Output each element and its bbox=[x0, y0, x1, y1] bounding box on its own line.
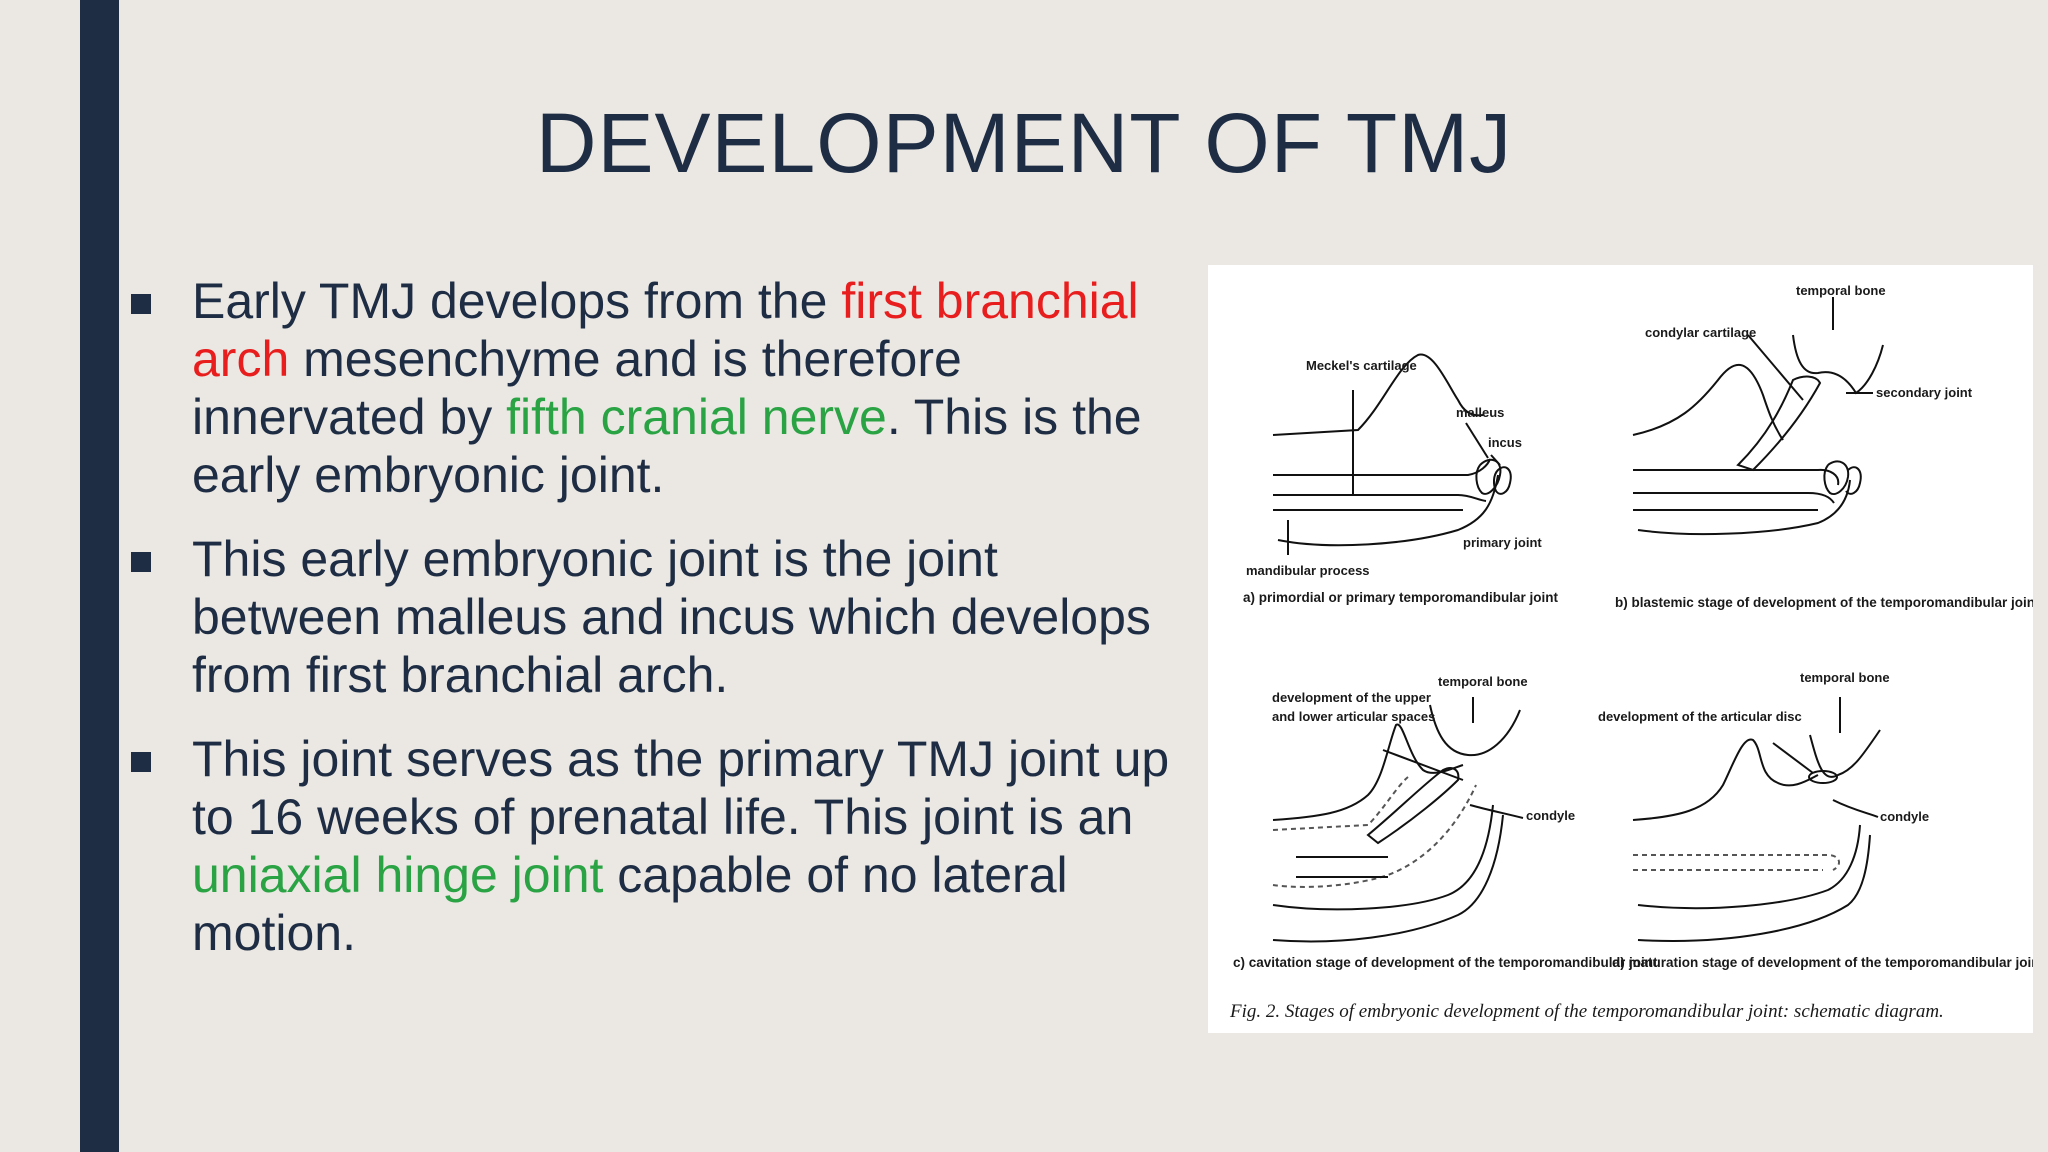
label-mandibular-process: mandibular process bbox=[1246, 563, 1370, 578]
panel-c-drawing bbox=[1272, 697, 1524, 943]
label-dev-upper-1: development of the upper bbox=[1272, 690, 1431, 705]
square-bullet-icon bbox=[131, 552, 151, 572]
label-incus: incus bbox=[1488, 435, 1522, 450]
bullet-text: Early TMJ develops from the first branch… bbox=[192, 273, 1142, 503]
side-accent-bar bbox=[80, 0, 119, 1152]
square-bullet-icon bbox=[131, 294, 151, 314]
bullet-list: Early TMJ develops from the first branch… bbox=[128, 272, 1198, 988]
label-meckels-cartilage: Meckel's cartilage bbox=[1306, 358, 1417, 373]
label-malleus: malleus bbox=[1456, 405, 1504, 420]
bullet-item-1: Early TMJ develops from the first branch… bbox=[128, 272, 1198, 504]
schematic-diagram: Meckel's cartilage malleus incus primary… bbox=[1229, 283, 2033, 1022]
highlight-green: fifth cranial nerve bbox=[506, 389, 887, 445]
highlight-green: uniaxial hinge joint bbox=[192, 847, 604, 903]
label-temporal-bone-c: temporal bone bbox=[1438, 674, 1528, 689]
square-bullet-icon bbox=[131, 752, 151, 772]
panel-a-drawing bbox=[1272, 353, 1512, 555]
label-temporal-bone-b: temporal bone bbox=[1796, 283, 1886, 298]
bullet-text: This joint serves as the primary TMJ joi… bbox=[192, 731, 1170, 961]
slide-title: DEVELOPMENT OF TMJ bbox=[535, 96, 1513, 190]
panel-d-drawing bbox=[1632, 697, 1881, 942]
caption-a: a) primordial or primary temporomandibul… bbox=[1243, 590, 1559, 605]
bullet-text: This early embryonic joint is the joint … bbox=[192, 531, 1151, 703]
caption-d: d) maturation stage of development of th… bbox=[1612, 955, 2033, 970]
bullet-item-3: This joint serves as the primary TMJ joi… bbox=[128, 730, 1198, 962]
label-condyle-c: condyle bbox=[1526, 808, 1575, 823]
label-condyle-d: condyle bbox=[1880, 809, 1929, 824]
label-condylar-cartilage: condylar cartilage bbox=[1645, 325, 1756, 340]
bullet-item-2: This early embryonic joint is the joint … bbox=[128, 530, 1198, 704]
caption-c: c) cavitation stage of development of th… bbox=[1233, 955, 1658, 970]
label-dev-upper-2: and lower articular spaces bbox=[1272, 709, 1435, 724]
label-primary-joint: primary joint bbox=[1463, 535, 1542, 550]
tmj-development-figure: Meckel's cartilage malleus incus primary… bbox=[1208, 265, 2033, 1033]
label-secondary-joint: secondary joint bbox=[1876, 385, 1973, 400]
panel-b-drawing bbox=[1632, 297, 1884, 536]
figure-caption: Fig. 2. Stages of embryonic development … bbox=[1229, 1001, 1944, 1022]
label-dev-articular-disc: development of the articular disc bbox=[1598, 709, 1802, 724]
label-temporal-bone-d: temporal bone bbox=[1800, 670, 1890, 685]
highlight-red: first branchial arch bbox=[192, 273, 1139, 387]
caption-b: b) blastemic stage of development of the… bbox=[1615, 595, 2033, 610]
